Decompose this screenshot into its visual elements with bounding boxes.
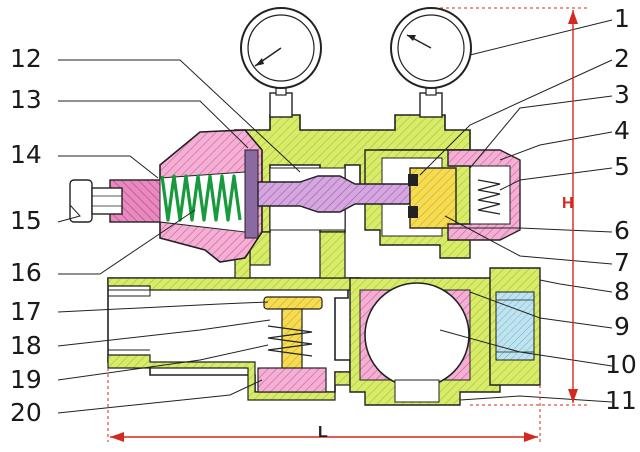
callout-7: 7 [614, 248, 630, 277]
callout-15: 15 [10, 206, 42, 235]
compression-spring [160, 174, 242, 222]
callout-12: 12 [10, 44, 42, 73]
leader-lines-left [57, 59, 301, 414]
pressure-gauge-right [390, 7, 472, 118]
callout-2: 2 [614, 44, 630, 73]
outlet-fitting [489, 267, 541, 386]
callout-17: 17 [10, 297, 42, 326]
callout-14: 14 [10, 140, 42, 169]
callout-16: 16 [10, 258, 42, 287]
callout-18: 18 [10, 331, 42, 360]
dimension-label-h: H [562, 195, 574, 212]
height-dimension [440, 7, 590, 406]
adjusting-screw [69, 179, 123, 223]
callout-13: 13 [10, 85, 42, 114]
callout-3: 3 [614, 80, 630, 109]
callout-20: 20 [10, 398, 42, 427]
callout-4: 4 [614, 116, 630, 145]
spring-bonnet [109, 129, 263, 263]
dimension-label-l: L [318, 424, 328, 441]
valve-seat-assembly [408, 149, 521, 241]
ball-valve [349, 277, 501, 406]
callout-6: 6 [614, 216, 630, 245]
callout-9: 9 [614, 312, 630, 341]
callout-8: 8 [614, 277, 630, 306]
callout-10: 10 [605, 350, 637, 379]
callout-5: 5 [614, 152, 630, 181]
pressure-gauge-left [240, 7, 322, 118]
leader-lines-right [419, 19, 613, 403]
callout-19: 19 [10, 365, 42, 394]
length-dimension [107, 368, 541, 442]
callout-1: 1 [614, 4, 630, 33]
callout-11: 11 [605, 386, 637, 415]
check-valve [257, 296, 327, 393]
